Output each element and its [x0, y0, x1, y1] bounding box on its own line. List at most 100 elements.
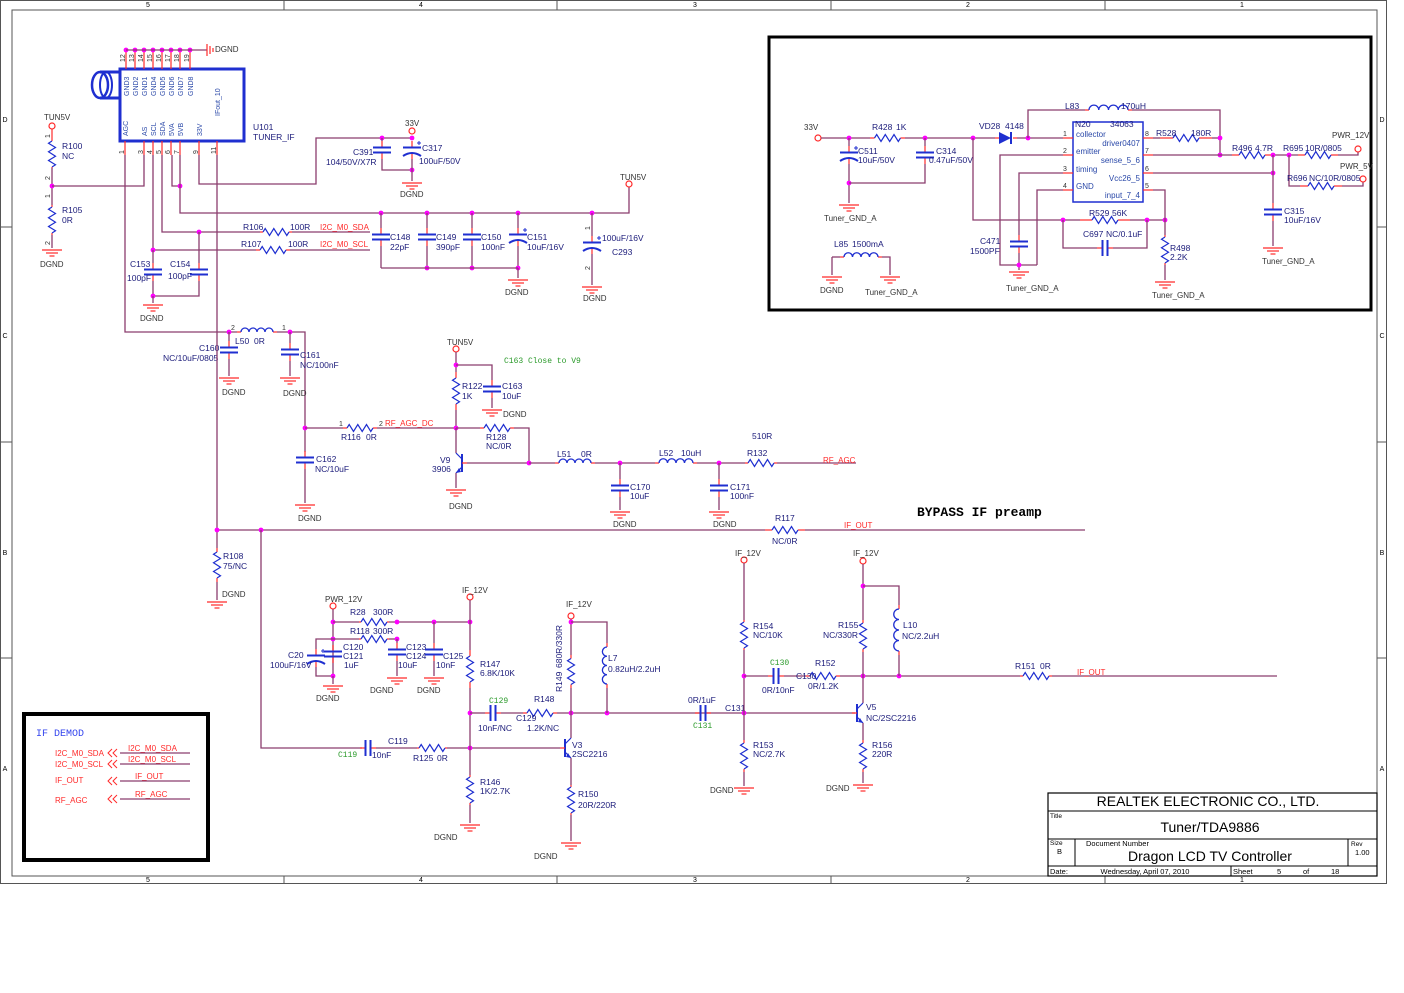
- label-nets-v33: 33V: [804, 123, 819, 132]
- wire: [1018, 172, 1063, 235]
- label-u101-bottom_pins-4: 5VA: [169, 123, 176, 136]
- label-frame-rows-1: C: [2, 333, 7, 340]
- label-if_demod-nets-1: I2C_M0_SCL: [128, 755, 177, 764]
- inductor-symbol: [558, 458, 592, 464]
- junction-dot: [409, 135, 415, 141]
- label-nets-dgnd: DGND: [316, 694, 340, 703]
- label-nets-dgnd: DGND: [400, 190, 424, 199]
- label-parts-L50-ref: L50: [235, 336, 249, 346]
- label-nets-dgnd: DGND: [449, 502, 473, 511]
- wire: [863, 585, 900, 605]
- label-parts-C20-value: 100uF/16V: [270, 660, 312, 670]
- resistor-symbol: [566, 786, 576, 814]
- junction-dot: [394, 619, 400, 625]
- wire: [1027, 109, 1085, 138]
- resistor-symbol: [259, 245, 287, 255]
- label-nets-dgnd: DGND: [613, 520, 637, 529]
- label-parts-R152-value: 0R/1.2K: [808, 681, 839, 691]
- label-parts-C170-ref: C170: [630, 482, 651, 492]
- label-parts-R695-ref: R695: [1283, 143, 1304, 153]
- wire: [152, 281, 200, 297]
- wire: [315, 638, 333, 649]
- label-parts-C129-ref: C129: [516, 713, 537, 723]
- label-pins-p4: 4: [1063, 183, 1067, 190]
- label-n20-left_pins-0: collector: [1076, 130, 1106, 139]
- label-title_block-docnum_label: Document Number: [1086, 839, 1149, 848]
- wire: [277, 331, 306, 452]
- label-parts-R28-ref: R28: [350, 607, 366, 617]
- label-parts-R100-ref: R100: [62, 141, 83, 151]
- label-parts-C124-value: 10uF: [398, 660, 417, 670]
- capacitor-plate: [582, 247, 602, 252]
- power-port-icon: [1359, 175, 1367, 183]
- wire: [1288, 155, 1300, 187]
- label-parts-R125-value: 0R: [437, 753, 448, 763]
- label-parts-R128-ref: R128: [486, 432, 507, 442]
- label-parts-R155-value: NC/330R: [823, 630, 858, 640]
- label-pins-p6: 6: [1145, 166, 1149, 173]
- label-title_block-date: Wednesday, April 07, 2010: [1101, 867, 1190, 876]
- label-u101-top_pins-0: GND3: [124, 76, 131, 96]
- label-n20-ref: N20: [1075, 119, 1091, 129]
- resistor-symbol: [360, 617, 388, 627]
- wire: [1036, 189, 1063, 265]
- label-parts-V3-value: 2SC2216: [572, 749, 608, 759]
- label-u101-top_pins-5: GND6: [169, 76, 176, 96]
- label-u101-bottom_pins-3: SDA: [160, 121, 167, 136]
- power-port-icon: [408, 127, 416, 135]
- label-parts-C130-ref: C130: [796, 671, 817, 681]
- label-notes-bypass: BYPASS IF preamp: [917, 505, 1042, 520]
- label-u101-bottom_numbers-1: 3: [138, 150, 145, 154]
- label-parts-R428-ref: R428: [872, 122, 893, 132]
- label-n20-right_pins-0: driver0407: [1102, 139, 1140, 148]
- label-parts-VD28-value: 4148: [1005, 121, 1024, 131]
- title-block-line: [1048, 810, 1377, 876]
- label-nets-dgnd: DGND: [40, 260, 64, 269]
- label-u101-top_pins-4: GND5: [160, 76, 167, 96]
- label-nets-rf_agc: RF_AGC: [823, 456, 856, 465]
- label-parts-L83-ref: L83: [1065, 101, 1079, 111]
- label-pins-p3: 3: [1063, 166, 1067, 173]
- label-n20-left_pins-2: timing: [1076, 165, 1097, 174]
- label-pins-p1: 1: [282, 325, 286, 332]
- label-parts-C317-value: 100uF/50V: [419, 156, 461, 166]
- label-nets-dgnd: DGND: [283, 389, 307, 398]
- label-title_block-size_label: Size: [1050, 840, 1063, 847]
- wire: [179, 155, 630, 214]
- label-parts-R149-value: 680R/330R: [554, 625, 564, 668]
- label-parts-V9-value: 3906: [432, 464, 451, 474]
- label-u101-top_numbers-4: 16: [156, 54, 163, 62]
- label-frame-rows-2: B: [3, 550, 8, 557]
- label-parts-R106-ref: R106: [243, 222, 264, 232]
- label-parts-R496-value: 4.7R: [1255, 143, 1273, 153]
- label-nets-if_out: IF_OUT: [1077, 668, 1106, 677]
- label-nets-rf_agc_dc: RF_AGC_DC: [385, 419, 434, 428]
- label-title_block-sheet: 5: [1277, 867, 1281, 876]
- label-n20-right_pins-1: sense_5_6: [1101, 156, 1141, 165]
- label-u101-bottom_pins-1: AS: [142, 126, 149, 136]
- label-parts-R116-ref: R116: [341, 432, 361, 442]
- label-parts-C151-ref: C151: [527, 232, 548, 242]
- label-parts-R428-value: 1K: [896, 122, 907, 132]
- label-nets-dgnd: DGND: [222, 590, 246, 599]
- inductor-symbol: [240, 327, 274, 333]
- label-parts-R529-ref: R529: [1089, 208, 1110, 218]
- transistor-arrow: [566, 753, 571, 758]
- label-u101-top_pins-2: GND1: [142, 76, 149, 96]
- resistor-symbol: [465, 655, 475, 683]
- label-parts-C162-value: NC/10uF: [315, 464, 349, 474]
- transistor-arrow: [858, 718, 863, 723]
- transistor-collector: [564, 737, 572, 745]
- label-parts-R528-value: 180R: [1191, 128, 1211, 138]
- label-parts-C125-value: 10nF: [436, 660, 455, 670]
- label-nets-dgnd: DGND: [434, 833, 458, 842]
- transistor-collector: [455, 452, 463, 460]
- resistor-symbol: [747, 458, 775, 468]
- label-u101-bottom_pins-0: AGC: [123, 121, 130, 136]
- resistor-symbol: [739, 621, 749, 649]
- port-chevron-icon: [107, 748, 118, 758]
- label-parts-C119-ref: C119: [338, 751, 357, 760]
- label-u101-top_pins-3: GND4: [151, 76, 158, 96]
- resistor-symbol: [858, 622, 868, 650]
